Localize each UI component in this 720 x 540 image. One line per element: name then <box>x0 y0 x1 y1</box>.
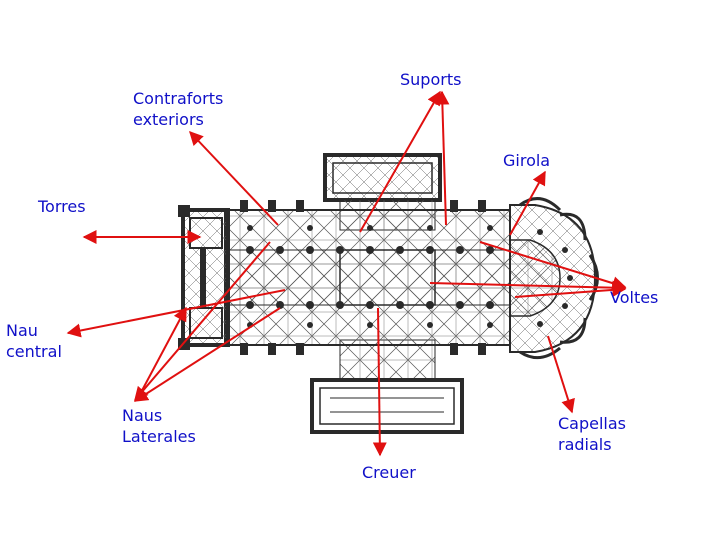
label-contraforts-line2: exteriors <box>133 110 204 129</box>
arrow-voltes-1 <box>479 241 627 290</box>
label-capellas-line1: Capellas <box>558 414 627 433</box>
label-creuer: Creuer <box>362 463 416 482</box>
arrow-voltes-3 <box>514 282 627 298</box>
arrow-suports-2 <box>435 90 450 226</box>
label-naus-laterales-line1: Naus <box>122 406 163 425</box>
arrow-girola <box>509 170 546 236</box>
label-nau-central-line2: central <box>6 342 62 361</box>
label-voltes: Voltes <box>610 288 659 307</box>
label-capellas: Capellas radials <box>558 413 626 455</box>
arrow-contraforts <box>189 130 279 226</box>
arrow-laterales-2 <box>133 307 281 402</box>
label-girola: Girola <box>503 151 551 170</box>
arrow-laterales-3 <box>137 306 187 399</box>
west-facade-towers <box>178 205 230 350</box>
label-nau-central-line1: Nau <box>6 321 38 340</box>
label-contraforts-line1: Contraforts <box>133 89 224 108</box>
arrow-laterales-1 <box>134 241 271 402</box>
south-transept <box>310 339 464 434</box>
crossing <box>339 249 436 306</box>
label-suports: Suports <box>400 70 462 89</box>
label-capellas-line2: radials <box>558 435 612 454</box>
label-torres: Torres <box>38 197 86 216</box>
arrow-creuer <box>372 307 387 457</box>
label-contraforts: Contraforts exteriors <box>133 88 223 130</box>
arrow-voltes-2 <box>429 280 627 295</box>
cathedral-plan <box>140 140 599 450</box>
nave-body <box>224 200 511 355</box>
arrow-capellas <box>547 335 575 414</box>
label-naus-laterales-line2: Laterales <box>122 427 196 446</box>
callout-arrows <box>66 90 627 457</box>
arrow-suports-1 <box>359 90 441 233</box>
label-nau-central: Nau central <box>6 320 62 362</box>
label-naus-laterales: Naus Laterales <box>122 405 196 447</box>
